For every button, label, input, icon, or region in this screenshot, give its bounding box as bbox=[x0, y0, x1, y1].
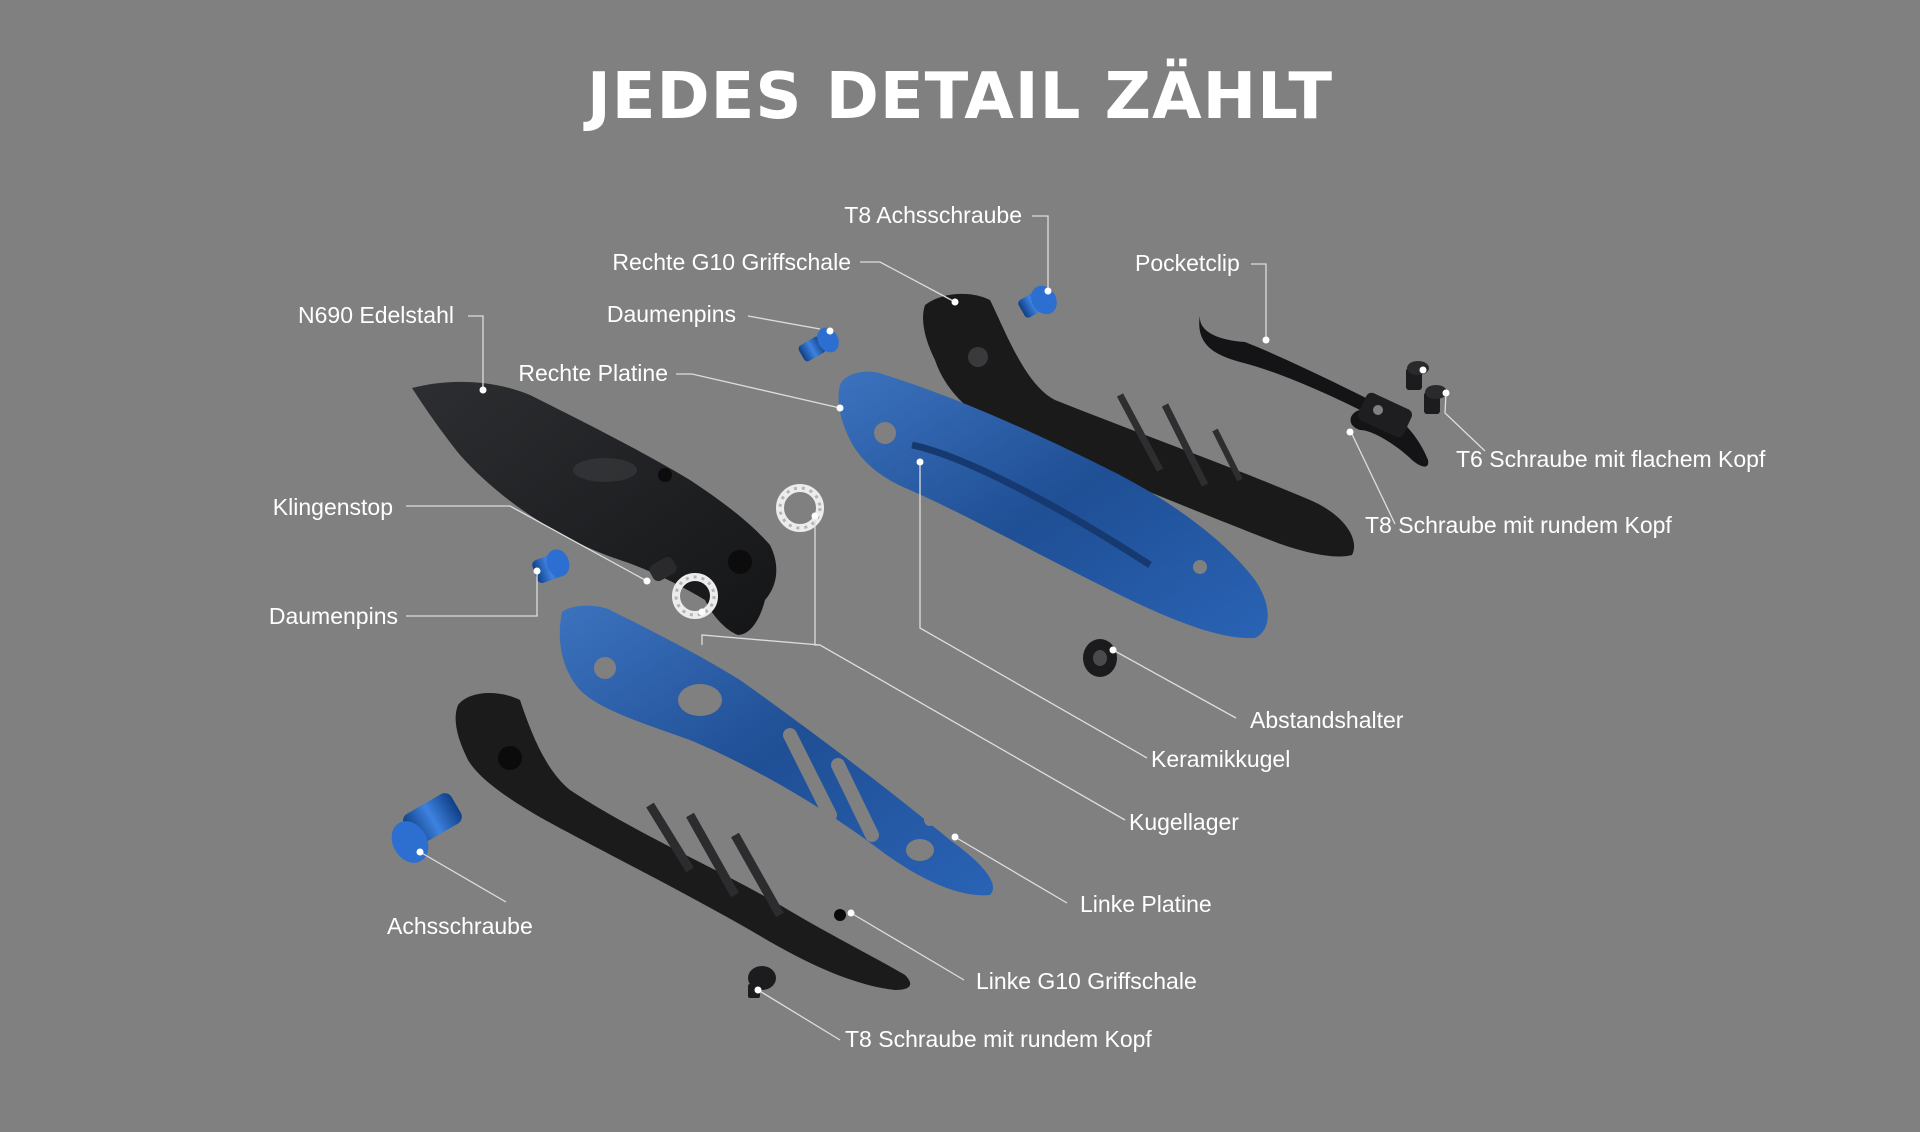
label-rechte-platine: Rechte Platine bbox=[518, 360, 668, 386]
label-daumenpins-left: Daumenpins bbox=[268, 603, 398, 629]
page-title: JEDES DETAIL ZÄHLT bbox=[586, 60, 1334, 134]
label-linke-platine: Linke Platine bbox=[1080, 891, 1212, 917]
label-linke-g10-griffschale: Linke G10 Griffschale bbox=[976, 968, 1197, 994]
blade bbox=[412, 381, 777, 635]
pivot-screw-left bbox=[391, 793, 462, 863]
label-t6-schraube-flach: T6 Schraube mit flachem Kopf bbox=[1456, 446, 1766, 472]
label-kugellager: Kugellager bbox=[1129, 809, 1239, 835]
label-t8-achsschraube: T8 Achsschraube bbox=[844, 202, 1022, 228]
screw-t8-pivot-top bbox=[1018, 285, 1057, 318]
label-t8-schraube-rund-bottom: T8 Schraube mit rundem Kopf bbox=[845, 1026, 1152, 1052]
blade-stop bbox=[649, 556, 677, 582]
label-abstandshalter: Abstandshalter bbox=[1250, 707, 1404, 733]
leader-lines bbox=[406, 215, 1486, 1041]
pocket-clip bbox=[1199, 315, 1429, 467]
bearing-washer-bottom bbox=[672, 573, 718, 619]
screw-t6-flat bbox=[1406, 361, 1447, 414]
left-liner bbox=[559, 605, 994, 896]
right-liner bbox=[838, 371, 1268, 639]
label-klingenstop: Klingenstop bbox=[272, 494, 393, 520]
thumb-pin-top bbox=[798, 327, 839, 362]
label-daumenpins-top: Daumenpins bbox=[606, 301, 736, 327]
left-g10-scale bbox=[455, 693, 911, 990]
spacer bbox=[1083, 639, 1117, 677]
thumb-pin-left bbox=[532, 549, 570, 583]
label-pocketclip: Pocketclip bbox=[1135, 250, 1240, 276]
right-g10-scale bbox=[923, 293, 1355, 557]
label-keramikkugel: Keramikkugel bbox=[1151, 746, 1291, 772]
bearing-washer-top bbox=[776, 484, 824, 532]
label-achsschraube: Achsschraube bbox=[387, 913, 533, 939]
label-t8-schraube-rund-right: T8 Schraube mit rundem Kopf bbox=[1365, 512, 1672, 538]
label-rechte-g10-griffschale: Rechte G10 Griffschale bbox=[612, 249, 851, 275]
label-n690-edelstahl: N690 Edelstahl bbox=[298, 302, 454, 328]
anchor-dots bbox=[416, 287, 1450, 994]
